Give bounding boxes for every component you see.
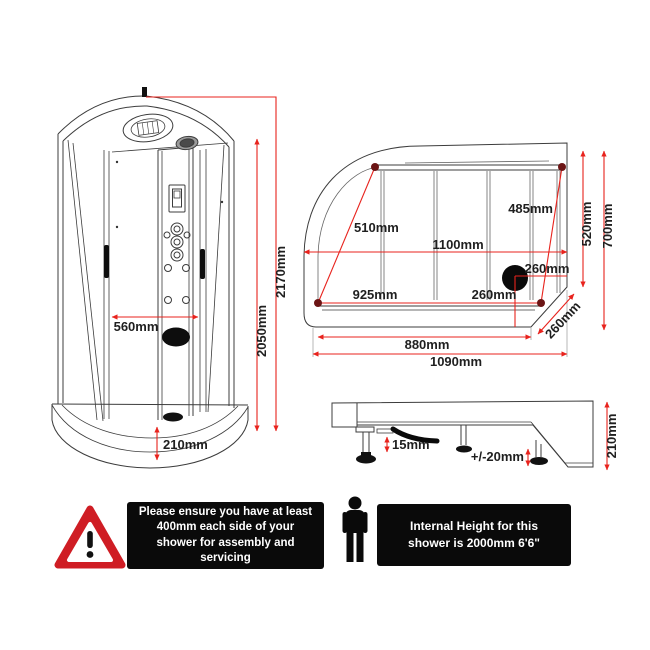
adjustable-feet [355, 425, 548, 465]
dim-label-2050: 2050mm [254, 305, 269, 357]
door-handle-left [104, 245, 109, 278]
dim-label-chamfer-260: 260mm [542, 298, 584, 341]
dim-label-880: 880mm [405, 337, 450, 352]
top-view [303, 142, 568, 357]
dim-label-520: 520mm [579, 202, 594, 247]
side-view-dimensions [384, 401, 610, 471]
dim-label-1090: 1090mm [430, 354, 482, 369]
person-icon [338, 495, 372, 574]
dim-label-1100: 1100mm [432, 237, 483, 252]
dim-label-tray-210: 210mm [163, 437, 208, 452]
seat [162, 327, 190, 347]
dim-label-side-210: 210mm [604, 414, 619, 459]
door-handle-right [200, 249, 205, 279]
dim-label-560: 560mm [114, 319, 159, 334]
dim-label-2170: 2170mm [273, 246, 288, 298]
speaker [175, 135, 199, 151]
display-panel [168, 184, 186, 213]
dim-label-700: 700mm [600, 204, 615, 249]
dim-label-drain-260: 260mm [525, 261, 570, 276]
side-view [331, 400, 594, 468]
dim-label-485: 485mm [508, 201, 553, 216]
dim-label-bottom-260: 260mm [472, 287, 517, 302]
control-column [157, 146, 194, 420]
drain [163, 412, 183, 422]
front-view [51, 87, 249, 469]
warning-triangle-icon [52, 502, 128, 579]
dim-label-925: 925mm [353, 287, 398, 302]
shower-head-light [122, 113, 174, 143]
dim-label-adjust-20: +/-20mm [471, 449, 524, 464]
roof-tick [142, 87, 147, 97]
control-knobs [163, 222, 191, 304]
front-view-dimensions [111, 96, 279, 461]
dim-label-15: 15mm [392, 437, 430, 452]
corner-dots [314, 163, 566, 307]
internal-height-notice: Internal Height for this shower is 2000m… [377, 504, 571, 566]
front-tray [51, 403, 249, 469]
top-view-dimensions [303, 150, 607, 357]
assembly-clearance-notice: Please ensure you have at least 400mm ea… [127, 502, 324, 569]
dim-label-510: 510mm [354, 220, 399, 235]
waste-pipe [390, 426, 440, 444]
